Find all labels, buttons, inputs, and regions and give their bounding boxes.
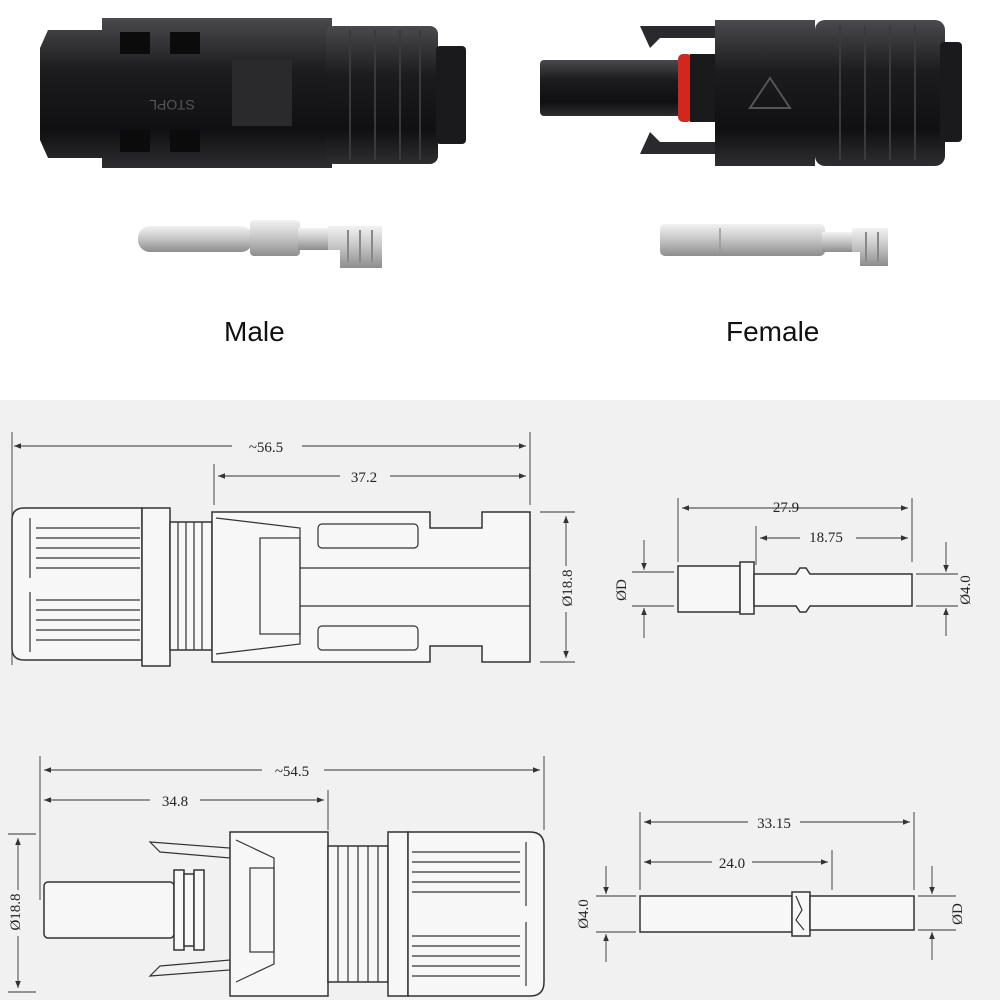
product-photos: STOPL	[0, 0, 1000, 400]
red-seal-ring	[678, 54, 692, 122]
male-connector-drawing: ~56.5 37.2	[11, 432, 576, 667]
female-pin-drawing: 33.15 24.0 Ø4.0 ØD	[576, 812, 966, 962]
female-connector-photo	[540, 20, 962, 166]
dim-male-pin-overall: 27.9	[773, 500, 799, 516]
dim-male-pin-shaft: 18.75	[809, 530, 843, 546]
female-label: Female	[726, 316, 820, 347]
dim-male-pin-d: ØD	[614, 579, 630, 601]
dim-female-diameter: Ø18.8	[8, 893, 24, 930]
dim-male-pin-dia: Ø4.0	[958, 575, 974, 605]
dim-female-pin-sleeve: 24.0	[719, 856, 745, 872]
dim-female-pin-overall: 33.15	[757, 816, 791, 832]
female-connector-drawing: ~54.5 34.8	[4, 756, 545, 997]
dim-male-overall: ~56.5	[249, 440, 283, 456]
dim-female-body: 34.8	[162, 794, 188, 810]
stopl-text: STOPL	[149, 97, 195, 113]
technical-drawing-svg: ~56.5 37.2	[0, 400, 1000, 1000]
male-label: Male	[224, 316, 285, 347]
technical-drawing: ~56.5 37.2	[0, 400, 1000, 1000]
dim-female-pin-d: ØD	[950, 903, 966, 925]
dim-male-nut: 37.2	[351, 470, 377, 486]
product-photo-svg: STOPL	[40, 18, 962, 268]
dim-male-diameter: Ø18.8	[560, 569, 576, 606]
dim-female-pin-dia: Ø4.0	[576, 899, 592, 929]
dim-female-overall: ~54.5	[275, 764, 309, 780]
male-connector-photo: STOPL	[40, 18, 466, 168]
male-pin-drawing: 27.9 18.75 ØD Ø4.0	[614, 498, 974, 638]
female-pin-photo	[660, 224, 888, 266]
male-pin-photo	[138, 220, 382, 268]
